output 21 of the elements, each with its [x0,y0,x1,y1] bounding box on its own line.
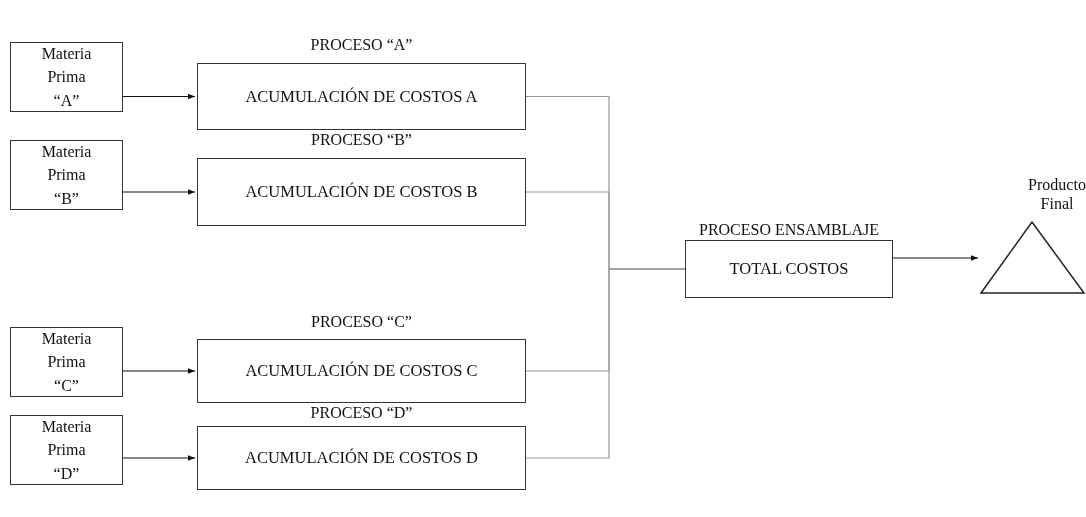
material-box: Materia Prima “A” [10,42,123,112]
process-heading: PROCESO ENSAMBLAJE [699,221,879,239]
process-heading: PROCESO “C” [311,313,412,331]
process-heading: PROCESO “D” [310,404,413,422]
material-box: Materia Prima “D” [10,415,123,485]
arrow [122,455,196,461]
material-box: Materia Prima “B” [10,140,123,210]
arrow [892,255,979,261]
arrow [122,189,196,195]
material-box: Materia Prima “C” [10,327,123,397]
process-box: ACUMULACIÓN DE COSTOS C [197,339,526,403]
process-box: ACUMULACIÓN DE COSTOS D [197,426,526,490]
arrow [122,368,196,374]
process-box: ACUMULACIÓN DE COSTOS B [197,158,526,226]
arrow [122,93,196,100]
process-heading: PROCESO “A” [310,36,413,54]
connector-line [525,268,686,459]
process-heading: PROCESO “B” [311,131,412,149]
process-box: TOTAL COSTOS [685,240,893,298]
process-box: ACUMULACIÓN DE COSTOS A [197,63,526,130]
product-label: Producto Final [1027,175,1086,214]
